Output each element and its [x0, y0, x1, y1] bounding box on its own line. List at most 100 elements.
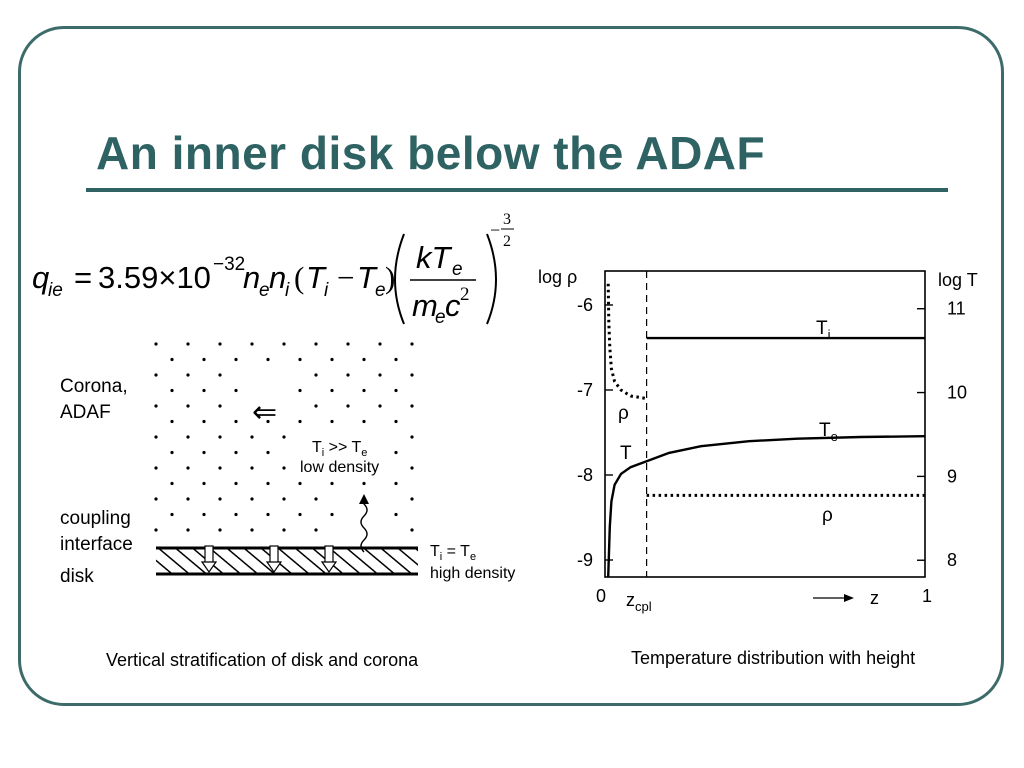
- corona-dot: [314, 404, 318, 408]
- wavy-energy-arrow: [360, 500, 368, 553]
- ytick-right-label: 9: [947, 466, 957, 486]
- corona-dot: [250, 497, 254, 501]
- leftward-double-arrow: ⇐: [252, 396, 277, 429]
- eq-ni-sub: i: [285, 280, 290, 301]
- corona-dot: [314, 342, 318, 346]
- eq-paren-close: ): [385, 260, 395, 295]
- eq-power-num: 3: [503, 211, 511, 228]
- corona-dot: [410, 497, 414, 501]
- eq-minus: −: [337, 260, 354, 295]
- corona-dot: [410, 404, 414, 408]
- corona-dot: [154, 528, 158, 532]
- corona-dot: [314, 373, 318, 377]
- corona-dot: [202, 512, 206, 517]
- eq-frac-den-c-sup: 2: [460, 284, 470, 305]
- corona-dot: [266, 512, 270, 517]
- corona-dot: [186, 342, 190, 346]
- corona-dot: [282, 342, 286, 346]
- eq-frac-den-m-sub: e: [435, 307, 446, 328]
- ytick-right-label: 8: [947, 550, 957, 570]
- corona-dot: [410, 373, 414, 377]
- corona-dot: [154, 373, 158, 377]
- ytick-left-label: -7: [577, 380, 593, 400]
- corona-dot: [218, 435, 222, 439]
- label-Ti: Ti: [816, 318, 831, 342]
- series-line-2: [606, 283, 647, 400]
- slide-title: An inner disk below the ADAF: [96, 127, 766, 179]
- corona-dot: [218, 373, 222, 377]
- corona-dot: [314, 528, 318, 532]
- corona-dot: [218, 342, 222, 346]
- stratification-diagram: Corona, ADAF ⇐ Ti >> Te low density coup…: [60, 342, 515, 587]
- eq-big-paren-left: [394, 233, 405, 325]
- equation-svg: q ie = 3.59×10 −32 n e n i ( T i − T e )…: [32, 211, 514, 328]
- corona-dot: [394, 481, 398, 486]
- eq-equals: =: [74, 260, 92, 295]
- corona-dot: [298, 357, 302, 362]
- eq-frac-den-c: c: [445, 288, 461, 323]
- label-Te: Te: [819, 420, 838, 444]
- eq-ti: T: [306, 260, 327, 295]
- corona-dot: [410, 342, 414, 346]
- corona-dot: [170, 512, 174, 517]
- xtick-zcpl: zcpl: [626, 590, 652, 614]
- corona-dot: [202, 450, 206, 455]
- ytick-left-label: -9: [577, 550, 593, 570]
- energy-exchange-equation: q ie = 3.59×10 −32 n e n i ( T i − T e )…: [32, 206, 532, 335]
- corona-dot: [330, 481, 334, 486]
- xlabel-z: z: [870, 588, 879, 608]
- corona-dot: [410, 466, 414, 470]
- corona-dot: [186, 528, 190, 532]
- corona-dot: [170, 388, 174, 393]
- ylabel-left: log ρ: [538, 267, 577, 287]
- ytick-right-label: 11: [947, 299, 966, 319]
- wavy-arrow-head: [359, 494, 369, 504]
- eq-lhs: q: [32, 260, 50, 295]
- left-caption: Vertical stratification of disk and coro…: [106, 650, 419, 670]
- corona-dot: [250, 466, 254, 470]
- eq-te-sub: e: [375, 280, 386, 301]
- corona-dot: [378, 342, 382, 346]
- corona-dot: [154, 435, 158, 439]
- chart-series-layer: [606, 283, 926, 578]
- label-high-density: high density: [430, 565, 515, 582]
- slide-frame: [18, 26, 1004, 706]
- eq-frac-num-sub: e: [452, 259, 463, 280]
- corona-dot: [186, 466, 190, 470]
- eq-ni: n: [269, 260, 286, 295]
- label-low-density: low density: [300, 459, 379, 476]
- ytick-right-label: 10: [947, 383, 967, 403]
- right-caption: Temperature distribution with height: [631, 648, 916, 668]
- corona-dot: [202, 481, 206, 486]
- corona-dot: [394, 450, 398, 455]
- corona-dot: [330, 388, 334, 393]
- label-rho-right: ρ: [822, 505, 833, 526]
- corona-dot: [410, 435, 414, 439]
- corona-dot: [282, 435, 286, 439]
- corona-dot: [410, 528, 414, 532]
- corona-dot: [266, 450, 270, 455]
- eq-te: T: [357, 260, 378, 295]
- corona-dot: [186, 497, 190, 501]
- corona-dot: [394, 512, 398, 517]
- eq-power-sign: −: [490, 220, 500, 240]
- corona-dot: [234, 388, 238, 393]
- label-adaf: ADAF: [60, 402, 111, 423]
- corona-dot: [154, 342, 158, 346]
- label-rho-left: ρ: [618, 403, 629, 424]
- corona-dot: [186, 435, 190, 439]
- down-arrow-3: [320, 545, 338, 574]
- corona-dot: [154, 466, 158, 470]
- xtick-one: 1: [922, 586, 932, 606]
- label-corona: Corona,: [60, 376, 128, 397]
- title-underline: [86, 188, 948, 192]
- eq-ti-sub: i: [324, 280, 329, 301]
- series-line-1: [607, 435, 926, 578]
- corona-dot: [330, 357, 334, 362]
- corona-dot: [282, 466, 286, 470]
- corona-dot: [378, 373, 382, 377]
- corona-dot: [346, 404, 350, 408]
- corona-dot: [170, 481, 174, 486]
